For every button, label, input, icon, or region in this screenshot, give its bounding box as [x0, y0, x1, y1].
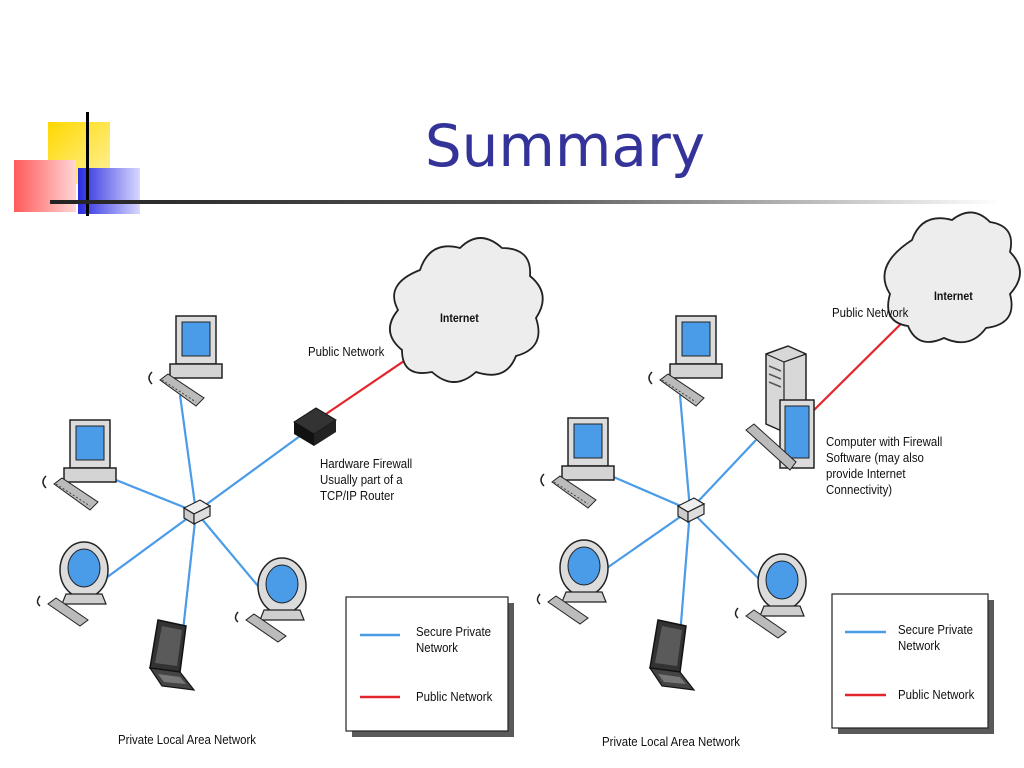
right-internet-label: Internet	[934, 289, 973, 303]
right-internet-cloud	[883, 211, 1021, 344]
left-desktop-top-icon	[148, 315, 223, 407]
vertical-rule	[86, 112, 89, 216]
right-legend-secure-line-2: Network	[898, 638, 940, 653]
left-caption: Private Local Area Network	[118, 732, 256, 747]
left-legend-secure-line-2: Network	[416, 640, 458, 655]
right-legend-box	[831, 593, 994, 734]
left-firewall-line-3: TCP/IP Router	[320, 488, 395, 503]
right-secure-links	[601, 394, 761, 637]
right-legend-secure-label: Secure Private Network	[898, 622, 973, 654]
left-imac-left-icon	[36, 541, 109, 627]
left-public-network-label: Public Network	[308, 344, 385, 359]
right-hub-icon	[677, 497, 705, 523]
right-firewall-line-3: provide Internet	[826, 466, 906, 481]
right-imac-left-icon	[536, 539, 609, 625]
right-firewall-line-2: Software (may also	[826, 450, 924, 465]
left-legend-secure-label: Secure Private Network	[416, 624, 491, 656]
left-internet-cloud	[389, 237, 544, 383]
right-desktop-left-icon	[540, 417, 615, 509]
left-firewall-line-1: Hardware Firewall	[320, 456, 413, 471]
left-laptop-icon	[149, 619, 195, 691]
right-legend-public-label: Public Network	[898, 687, 975, 702]
firewall-computer-icon	[745, 399, 815, 471]
right-legend-secure-line-1: Secure Private	[898, 622, 974, 637]
left-legend-public-label: Public Network	[416, 689, 493, 704]
left-secure-links	[105, 394, 301, 641]
title-underline	[50, 200, 1000, 204]
right-caption: Private Local Area Network	[602, 734, 740, 749]
right-public-network-label: Public Network	[832, 305, 909, 320]
right-firewall-line-1: Computer with Firewall	[826, 434, 943, 449]
right-laptop-icon	[649, 619, 695, 691]
title-decoration	[0, 0, 150, 220]
right-desktop-top-icon	[648, 315, 723, 407]
slide-title: Summary	[424, 112, 706, 180]
left-internet-label: Internet	[440, 311, 479, 325]
right-firewall-line-4: Connectivity)	[826, 482, 893, 497]
left-desktop-left-icon	[42, 419, 117, 511]
right-network	[536, 211, 1021, 691]
left-firewall-line-2: Usually part of a	[320, 472, 403, 487]
left-hub-icon	[183, 499, 211, 525]
left-network	[36, 237, 544, 691]
left-legend-secure-line-1: Secure Private	[416, 624, 492, 639]
left-firewall-label: Hardware Firewall Usually part of a TCP/…	[320, 456, 412, 504]
hardware-firewall-icon	[293, 407, 337, 446]
right-firewall-label: Computer with Firewall Software (may als…	[826, 434, 942, 498]
left-legend-box	[345, 596, 514, 737]
